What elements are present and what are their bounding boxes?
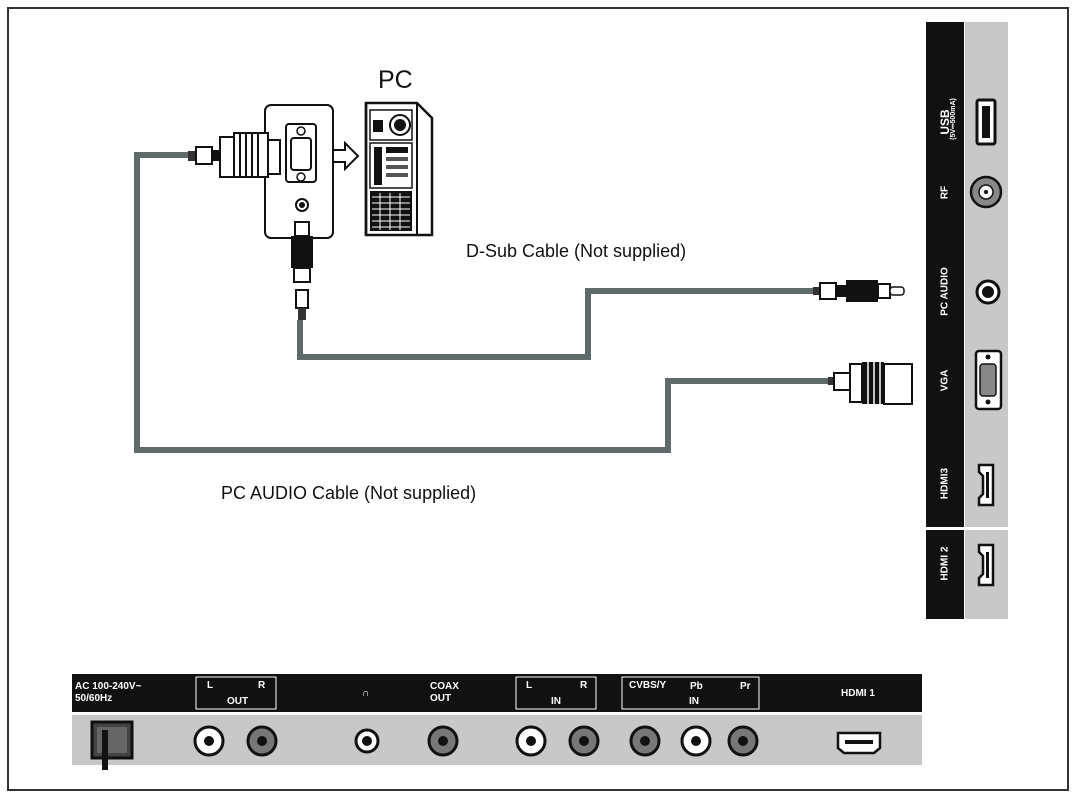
in2-label: IN bbox=[689, 696, 699, 707]
hdmi2-label: HDMI 2 bbox=[939, 546, 951, 581]
out-l-label: L bbox=[207, 680, 214, 691]
vga-label: VGA bbox=[939, 369, 951, 392]
hdmi3-label: HDMI3 bbox=[939, 467, 951, 500]
out-label: OUT bbox=[227, 696, 249, 707]
ac-label-1: AC 100-240V~ bbox=[75, 681, 142, 692]
vga-plug-pc bbox=[188, 132, 281, 178]
pc-tower-icon bbox=[364, 101, 434, 237]
headphone-icon: ∩ bbox=[362, 688, 370, 699]
audio-plug-tv bbox=[813, 280, 905, 302]
in-r-label: R bbox=[580, 680, 588, 691]
coax-label-1: COAX bbox=[430, 681, 459, 692]
pc-audio-label: PC AUDIO bbox=[939, 267, 951, 316]
cvbs-label: CVBS/Y bbox=[629, 680, 667, 691]
hdmi1-label: HDMI 1 bbox=[841, 688, 875, 699]
bottom-jacks bbox=[193, 725, 759, 757]
pc-connector-plate bbox=[264, 104, 334, 239]
figure-border bbox=[7, 7, 1069, 791]
audio-plug-pc bbox=[291, 221, 313, 320]
pr-label: Pr bbox=[740, 681, 751, 692]
audio-cable bbox=[297, 288, 815, 360]
out-r-label: R bbox=[258, 680, 266, 691]
dsub-cable-label: D-Sub Cable (Not supplied) bbox=[466, 241, 687, 261]
usb-sub-label: (5V⎓500mA) bbox=[950, 98, 957, 140]
in-label: IN bbox=[551, 696, 561, 707]
vga-plug-tv bbox=[828, 362, 913, 405]
ac-label-2: 50/60Hz bbox=[75, 693, 113, 704]
vga-cable bbox=[134, 152, 830, 453]
side-panel bbox=[926, 22, 1008, 619]
pc-label: PC bbox=[378, 66, 413, 94]
in-l-label: L bbox=[526, 680, 533, 691]
pb-label: Pb bbox=[690, 681, 703, 692]
coax-label-2: OUT bbox=[430, 693, 452, 704]
bottom-panel bbox=[72, 674, 922, 770]
pc-audio-cable-label: PC AUDIO Cable (Not supplied) bbox=[221, 483, 477, 503]
arrow-to-pc bbox=[332, 140, 360, 172]
rf-label: RF bbox=[939, 185, 951, 200]
